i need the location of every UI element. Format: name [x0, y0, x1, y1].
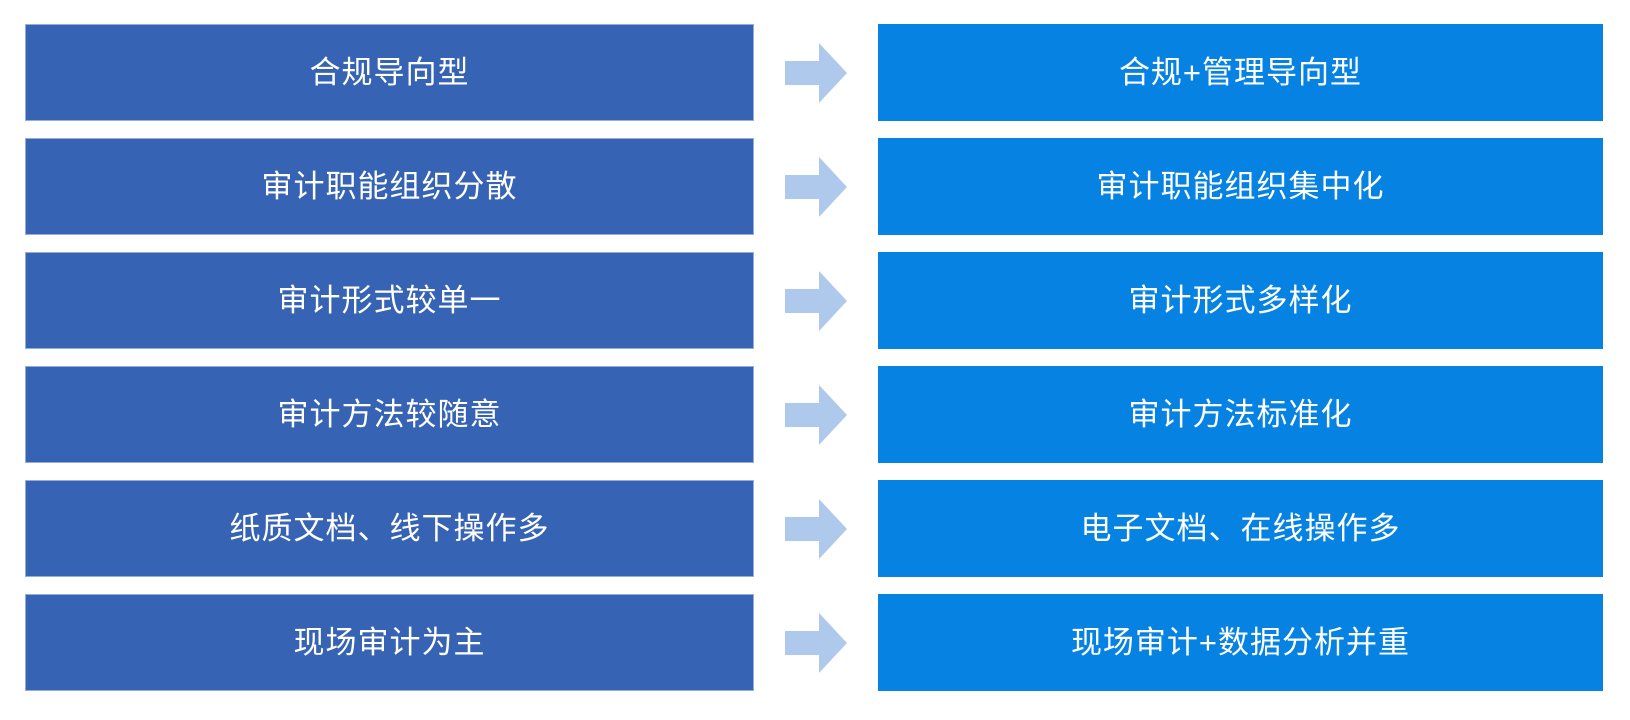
before-state-box: 审计形式较单一: [25, 252, 754, 349]
before-state-label: 现场审计为主: [293, 625, 486, 660]
diagram-row: 合规导向型 合规+管理导向型: [0, 24, 1630, 121]
after-state-label: 现场审计+数据分析并重: [1070, 625, 1411, 660]
block-right-arrow-icon: [785, 612, 847, 673]
before-state-label: 合规导向型: [309, 55, 470, 90]
arrow-zone: [754, 480, 878, 577]
diagram-rows: 合规导向型 合规+管理导向型 审计职能组织分散 审计职能组织集中化 审计形式较单…: [0, 24, 1630, 691]
before-state-box: 审计职能组织分散: [25, 138, 754, 235]
after-state-label: 电子文档、在线操作多: [1080, 511, 1401, 546]
before-state-box: 合规导向型: [25, 24, 754, 121]
before-state-box: 审计方法较随意: [25, 366, 754, 463]
after-state-label: 合规+管理导向型: [1118, 55, 1363, 90]
after-state-box: 审计方法标准化: [878, 366, 1603, 463]
block-right-arrow-icon: [785, 42, 847, 103]
diagram-row: 现场审计为主 现场审计+数据分析并重: [0, 594, 1630, 691]
before-state-label: 审计方法较随意: [277, 397, 502, 432]
arrow-zone: [754, 594, 878, 691]
after-state-label: 审计职能组织集中化: [1096, 169, 1385, 204]
arrow-zone: [754, 252, 878, 349]
diagram-row: 审计职能组织分散 审计职能组织集中化: [0, 138, 1630, 235]
before-state-box: 现场审计为主: [25, 594, 754, 691]
diagram-row: 纸质文档、线下操作多 电子文档、在线操作多: [0, 480, 1630, 577]
arrow-zone: [754, 138, 878, 235]
after-state-box: 合规+管理导向型: [878, 24, 1603, 121]
diagram-row: 审计形式较单一 审计形式多样化: [0, 252, 1630, 349]
block-right-arrow-icon: [785, 384, 847, 445]
arrow-zone: [754, 24, 878, 121]
before-state-label: 纸质文档、线下操作多: [229, 511, 550, 546]
after-state-box: 现场审计+数据分析并重: [878, 594, 1603, 691]
block-right-arrow-icon: [785, 498, 847, 559]
before-state-label: 审计职能组织分散: [261, 169, 518, 204]
diagram-row: 审计方法较随意 审计方法标准化: [0, 366, 1630, 463]
arrow-zone: [754, 366, 878, 463]
after-state-box: 电子文档、在线操作多: [878, 480, 1603, 577]
before-state-label: 审计形式较单一: [277, 283, 502, 318]
after-state-box: 审计职能组织集中化: [878, 138, 1603, 235]
block-right-arrow-icon: [785, 270, 847, 331]
after-state-label: 审计形式多样化: [1128, 283, 1353, 318]
after-state-label: 审计方法标准化: [1128, 397, 1353, 432]
after-state-box: 审计形式多样化: [878, 252, 1603, 349]
block-right-arrow-icon: [785, 156, 847, 217]
before-state-box: 纸质文档、线下操作多: [25, 480, 754, 577]
